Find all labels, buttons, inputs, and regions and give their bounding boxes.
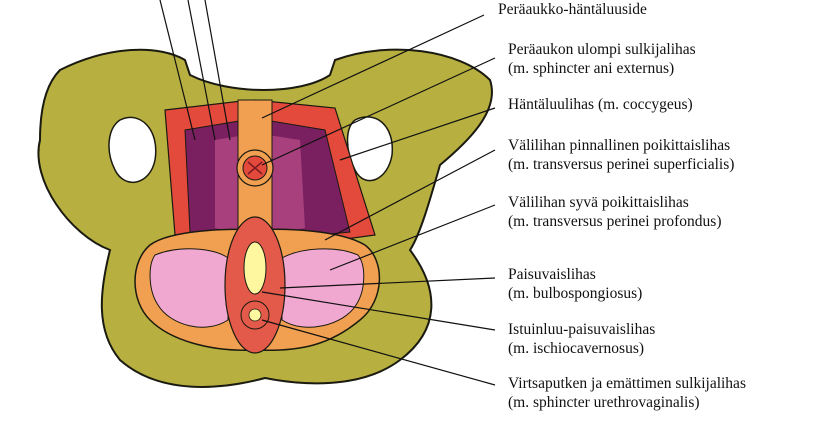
vaginal-opening bbox=[244, 242, 266, 294]
label-anococcygeal-ligament: Peräaukko-häntäluuside bbox=[498, 0, 647, 19]
label-ischiocavernosus: Istuinluu-paisuvaislihas (m. ischiocaver… bbox=[508, 320, 655, 358]
label-sphincter-urethrovaginalis: Virtsaputken ja emättimen sulkijalihas (… bbox=[508, 374, 746, 412]
label-2-line1: Peräaukon ulompi sulkijalihas bbox=[508, 40, 696, 59]
label-6-line1: Paisuvaislihas bbox=[508, 265, 642, 284]
left-obturator-foramen bbox=[109, 117, 156, 182]
label-4-line2: (m. transversus perinei superficialis) bbox=[508, 155, 734, 174]
label-3-line1: Häntäluulihas (m. coccygeus) bbox=[508, 95, 693, 114]
label-5-line1: Välilihan syvä poikittaislihas bbox=[508, 193, 722, 212]
label-1-line1: Peräaukko-häntäluuside bbox=[498, 0, 647, 19]
label-superficial-transverse-perineal: Välilihan pinnallinen poikittaislihas (m… bbox=[508, 136, 734, 174]
label-7-line2: (m. ischiocavernosus) bbox=[508, 339, 655, 358]
label-4-line1: Välilihan pinnallinen poikittaislihas bbox=[508, 136, 734, 155]
label-bulbospongiosus: Paisuvaislihas (m. bulbospongiosus) bbox=[508, 265, 642, 303]
label-8-line1: Virtsaputken ja emättimen sulkijalihas bbox=[508, 374, 746, 393]
label-7-line1: Istuinluu-paisuvaislihas bbox=[508, 320, 655, 339]
label-coccygeus: Häntäluulihas (m. coccygeus) bbox=[508, 95, 693, 114]
label-8-line2: (m. sphincter urethrovaginalis) bbox=[508, 393, 746, 412]
label-6-line2: (m. bulbospongiosus) bbox=[508, 284, 642, 303]
levator-inner-right bbox=[268, 135, 305, 235]
urethral-opening bbox=[249, 309, 261, 321]
label-5-line2: (m. transversus perinei profondus) bbox=[508, 212, 722, 231]
label-external-anal-sphincter: Peräaukon ulompi sulkijalihas (m. sphinc… bbox=[508, 40, 696, 78]
label-deep-transverse-perineal: Välilihan syvä poikittaislihas (m. trans… bbox=[508, 193, 722, 231]
label-2-line2: (m. sphincter ani externus) bbox=[508, 59, 696, 78]
